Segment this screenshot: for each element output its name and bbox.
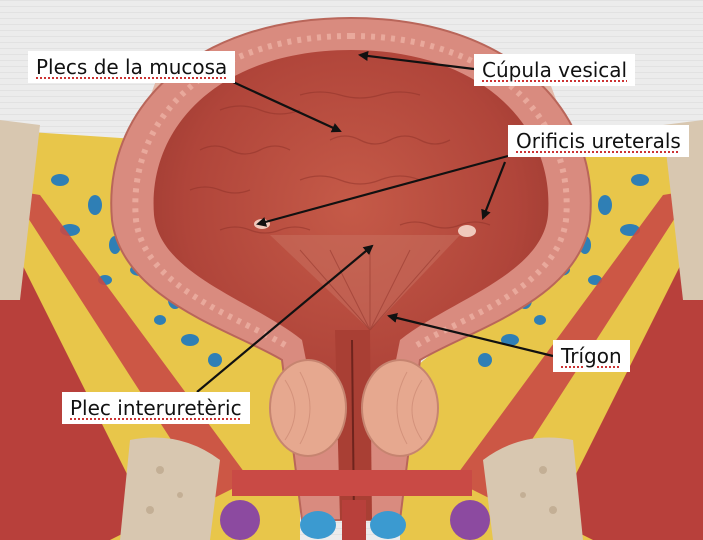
left-crus-bulb (220, 500, 260, 540)
urogenital-diaphragm (232, 470, 472, 496)
label-plec-interureteric: Plec interuretèric (62, 392, 250, 424)
right-pubic-bone (483, 438, 583, 540)
left-bulb-vessel (300, 511, 336, 539)
label-orificis-ureterals: Orificis ureterals (508, 125, 689, 157)
label-cupula-vesical: Cúpula vesical (474, 54, 635, 86)
label-plecs-mucosa: Plecs de la mucosa (28, 51, 235, 83)
right-prostate-lobe (362, 360, 438, 456)
label-trigon: Trígon (553, 340, 630, 372)
left-prostate-lobe (270, 360, 346, 456)
right-ureteral-orifice (458, 225, 476, 237)
right-crus-bulb (450, 500, 490, 540)
left-pubic-bone (120, 438, 220, 540)
right-bulb-vessel (370, 511, 406, 539)
